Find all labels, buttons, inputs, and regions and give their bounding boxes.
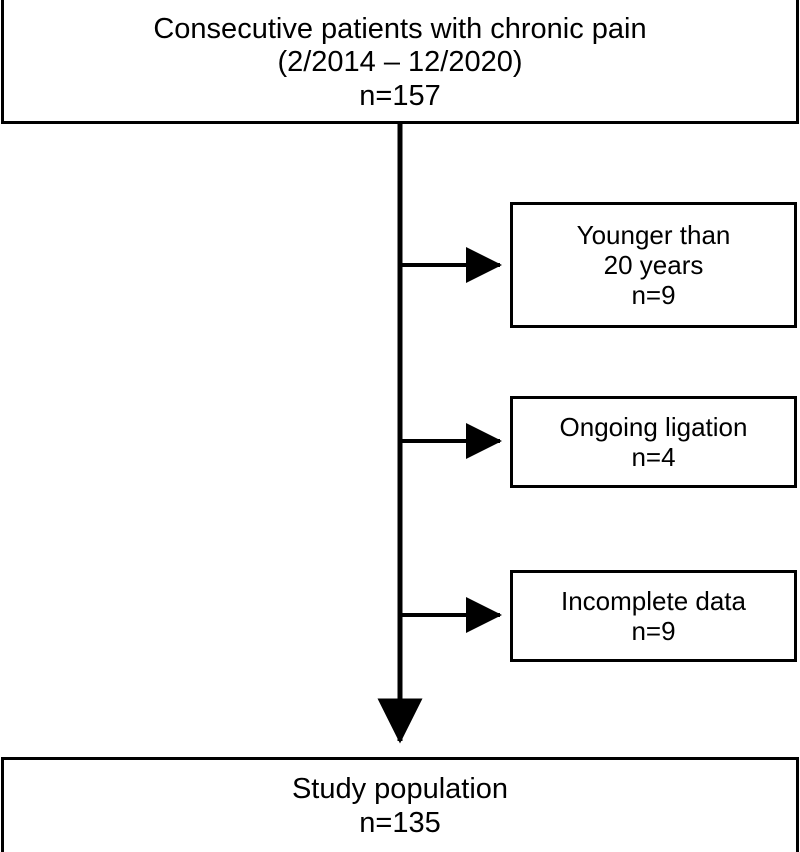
node-exclusion-2-count: n=9 <box>631 616 676 646</box>
node-exclusion-younger-than-20: Younger than 20 years n=9 <box>510 202 797 328</box>
node-exclusion-0-count: n=9 <box>631 280 676 311</box>
node-study-population: Study population n=135 <box>1 757 799 852</box>
node-exclusion-0-line-2: 20 years <box>603 249 704 280</box>
node-exclusion-0-line-1: Younger than <box>576 219 731 250</box>
node-source-cohort: Consecutive patients with chronic pain (… <box>1 0 799 124</box>
node-exclusion-1-count: n=4 <box>631 442 676 472</box>
node-study-count: n=135 <box>359 806 441 839</box>
node-exclusion-2-line-1: Incomplete data <box>560 585 746 616</box>
node-exclusion-ongoing-ligation: Ongoing ligation n=4 <box>510 396 797 488</box>
node-source-line-2: (2/2014 – 12/2020) <box>277 46 523 79</box>
node-source-count: n=157 <box>359 79 441 112</box>
node-study-line-1: Study population <box>291 772 509 805</box>
node-source-line-1: Consecutive patients with chronic pain <box>153 12 647 45</box>
node-exclusion-1-line-1: Ongoing ligation <box>559 411 748 442</box>
node-exclusion-incomplete-data: Incomplete data n=9 <box>510 570 797 662</box>
